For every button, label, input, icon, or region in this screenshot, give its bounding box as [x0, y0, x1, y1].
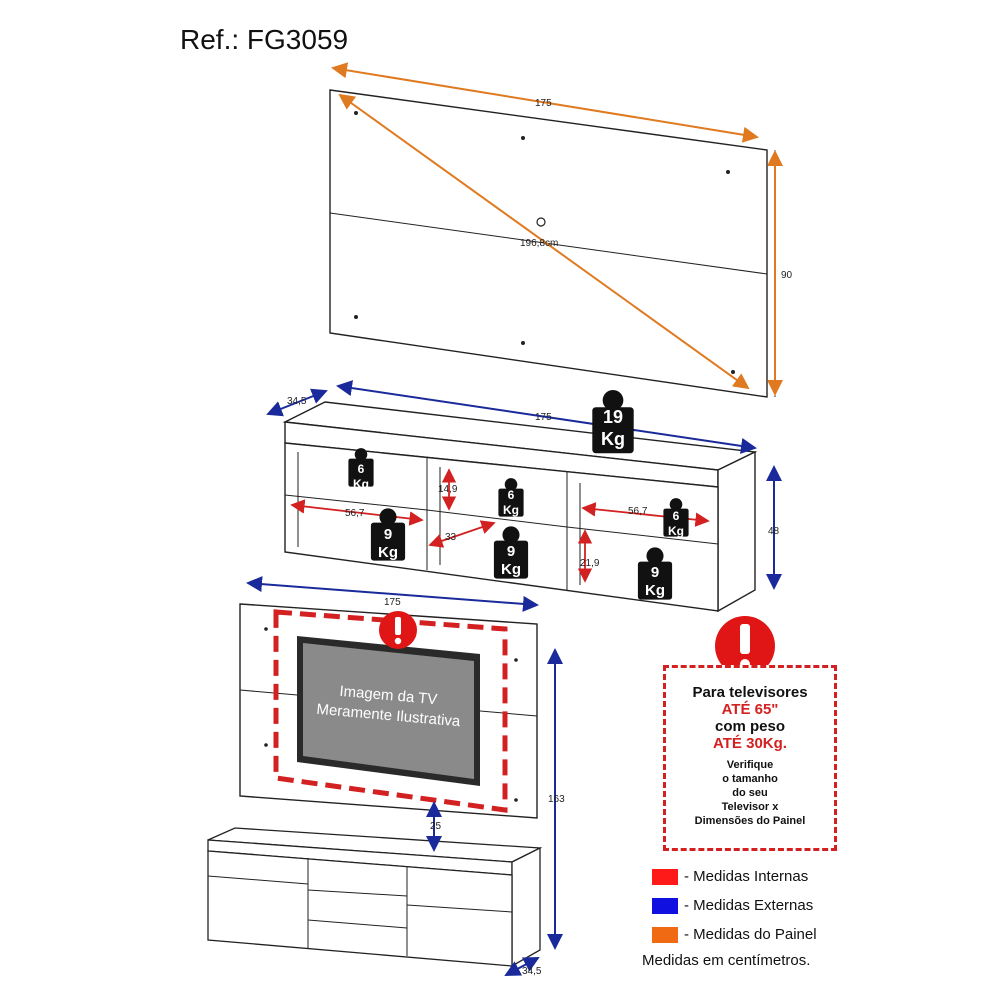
- shelf-height-label: 14,9: [438, 484, 458, 495]
- color-legend: - Medidas Internas - Medidas Externas - …: [652, 862, 817, 949]
- svg-text:6: 6: [358, 462, 365, 476]
- warning-detail: o tamanho: [722, 773, 778, 785]
- svg-text:Kg: Kg: [601, 429, 625, 449]
- panel-width-label: 175: [535, 98, 552, 109]
- units-note: Medidas em centímetros.: [642, 952, 811, 969]
- assembly-height-label: 163: [548, 794, 565, 805]
- tv-rack: 175 34,5 48 56,7 56,7 14,9 33 21,9: [266, 380, 782, 613]
- svg-text:Kg: Kg: [501, 561, 521, 578]
- legend-label: - Medidas do Painel: [684, 926, 817, 943]
- assembly-gap-label: 25: [430, 821, 442, 832]
- svg-text:9: 9: [507, 543, 515, 560]
- svg-text:Kg: Kg: [668, 524, 684, 538]
- right-shelf-height-label: 21,9: [580, 558, 600, 569]
- legend-label: - Medidas Internas: [684, 868, 809, 885]
- middle-width-label: 33: [445, 532, 457, 543]
- svg-text:Kg: Kg: [378, 544, 398, 561]
- reference-code: Ref.: FG3059: [180, 24, 349, 55]
- warning-detail: Televisor x: [721, 801, 779, 813]
- svg-text:9: 9: [651, 564, 659, 581]
- internal-width-left-label: 56,7: [345, 508, 365, 519]
- weight-icon-left-upper: 6 Kg: [348, 448, 374, 491]
- warning-detail: do seu: [732, 787, 768, 799]
- legend-swatch: [652, 897, 678, 914]
- svg-text:19: 19: [603, 407, 623, 427]
- svg-text:Kg: Kg: [503, 503, 519, 517]
- rack-height-label: 48: [768, 526, 780, 537]
- tv-limit-warning: Para televisores ATÉ 65" com peso ATÉ 30…: [663, 665, 837, 851]
- legend-swatch: [652, 926, 678, 943]
- warning-line2: ATÉ 65": [721, 701, 779, 718]
- panel-height-label: 90: [781, 270, 793, 281]
- internal-width-right-label: 56,7: [628, 506, 648, 517]
- warning-line3: com peso: [714, 718, 786, 735]
- legend-item-external: - Medidas Externas: [652, 891, 817, 920]
- assembly-view: Imagem da TV Meramente Ilustrativa 175 1…: [207, 576, 565, 977]
- svg-text:6: 6: [673, 509, 680, 523]
- weight-icon-middle-upper: 6 Kg: [498, 478, 524, 517]
- legend-item-panel: - Medidas do Painel: [652, 920, 817, 949]
- weight-icon-top: 19 Kg: [592, 389, 634, 454]
- assembly-depth-label: 34,5: [522, 966, 542, 977]
- weight-icon-middle-lower: 9 Kg: [493, 526, 529, 579]
- svg-text:Kg: Kg: [353, 477, 369, 491]
- assembly-width-label: 175: [384, 597, 401, 608]
- weight-icon-right-upper: 6 Kg: [663, 498, 689, 538]
- legend-swatch: [652, 868, 678, 885]
- weight-icon-right-lower: 9 Kg: [637, 547, 673, 600]
- svg-text:Kg: Kg: [645, 582, 665, 599]
- legend-item-internal: - Medidas Internas: [652, 862, 817, 891]
- warning-detail: Verifique: [726, 759, 774, 771]
- warning-line1: Para televisores: [692, 684, 808, 701]
- panel-diagonal-label: 196,8cm: [520, 238, 558, 249]
- warning-line4: ATÉ 30Kg.: [713, 735, 787, 752]
- rack-depth-label: 34,5: [287, 396, 307, 407]
- rack-width-label: 175: [535, 412, 552, 423]
- legend-label: - Medidas Externas: [684, 897, 814, 914]
- svg-text:6: 6: [508, 488, 515, 502]
- svg-text:9: 9: [384, 526, 392, 543]
- weight-icon-left-lower: 9 Kg: [370, 508, 406, 561]
- warning-detail: Dimensões do Painel: [694, 815, 806, 827]
- wall-panel: 175 90 196,8cm: [329, 62, 793, 398]
